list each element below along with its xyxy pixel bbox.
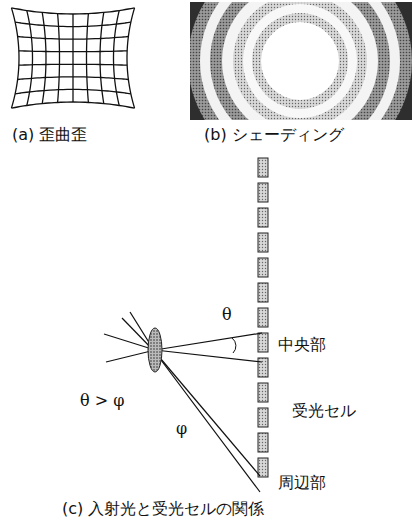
receiver-cell xyxy=(258,433,268,452)
receiver-cell xyxy=(258,458,268,477)
receiver-cell xyxy=(258,333,268,352)
subfigure-caption: (c) 入射光と受光セルの関係 xyxy=(62,500,264,518)
receiver-cell xyxy=(258,358,268,377)
angle-arc xyxy=(232,338,236,353)
receiver-cell xyxy=(258,208,268,227)
shading-rings xyxy=(190,2,412,120)
receiver-cell xyxy=(258,283,268,302)
light-rays xyxy=(104,312,262,492)
ray xyxy=(155,352,260,492)
grid-line xyxy=(18,77,129,80)
subfigure-caption: (b) シェーディング xyxy=(204,126,344,144)
grid-line xyxy=(19,50,127,52)
shading-ring xyxy=(252,13,348,109)
angle-label: φ xyxy=(176,420,187,438)
shading-image xyxy=(190,2,412,120)
angle-relation: θ > φ xyxy=(80,392,124,410)
ray xyxy=(104,334,155,350)
region-label: 周辺部 xyxy=(278,474,326,492)
receiver-cells xyxy=(258,158,268,477)
receiver-cell xyxy=(258,408,268,427)
grid-line xyxy=(11,102,134,108)
receiver-cell xyxy=(258,383,268,402)
lens xyxy=(148,328,162,372)
shading-ring xyxy=(243,4,357,118)
receiver-cell xyxy=(258,158,268,177)
subfigure-caption: (a) 歪曲歪 xyxy=(12,126,87,144)
shading-ring xyxy=(233,2,367,120)
shading-ring xyxy=(222,2,378,120)
shading-ring xyxy=(200,2,400,120)
shading-ring xyxy=(210,2,390,120)
receiver-cell xyxy=(258,233,268,252)
receiver-cell xyxy=(258,183,268,202)
ray xyxy=(155,352,260,476)
distortion-grid xyxy=(11,8,134,108)
region-label: 中央部 xyxy=(278,336,326,354)
angle-label: θ xyxy=(222,306,232,324)
ray xyxy=(155,350,262,362)
shading-ring xyxy=(190,2,412,120)
shading-ring xyxy=(261,22,339,100)
receiver-cell xyxy=(258,258,268,277)
grid-line xyxy=(11,8,134,14)
grid-line xyxy=(15,22,131,26)
grid-line xyxy=(15,89,131,93)
grid-line xyxy=(18,37,129,40)
receiver-cell xyxy=(258,308,268,327)
ray xyxy=(155,333,262,350)
part-label: 受光セル xyxy=(292,402,356,420)
grid-line xyxy=(19,64,127,66)
